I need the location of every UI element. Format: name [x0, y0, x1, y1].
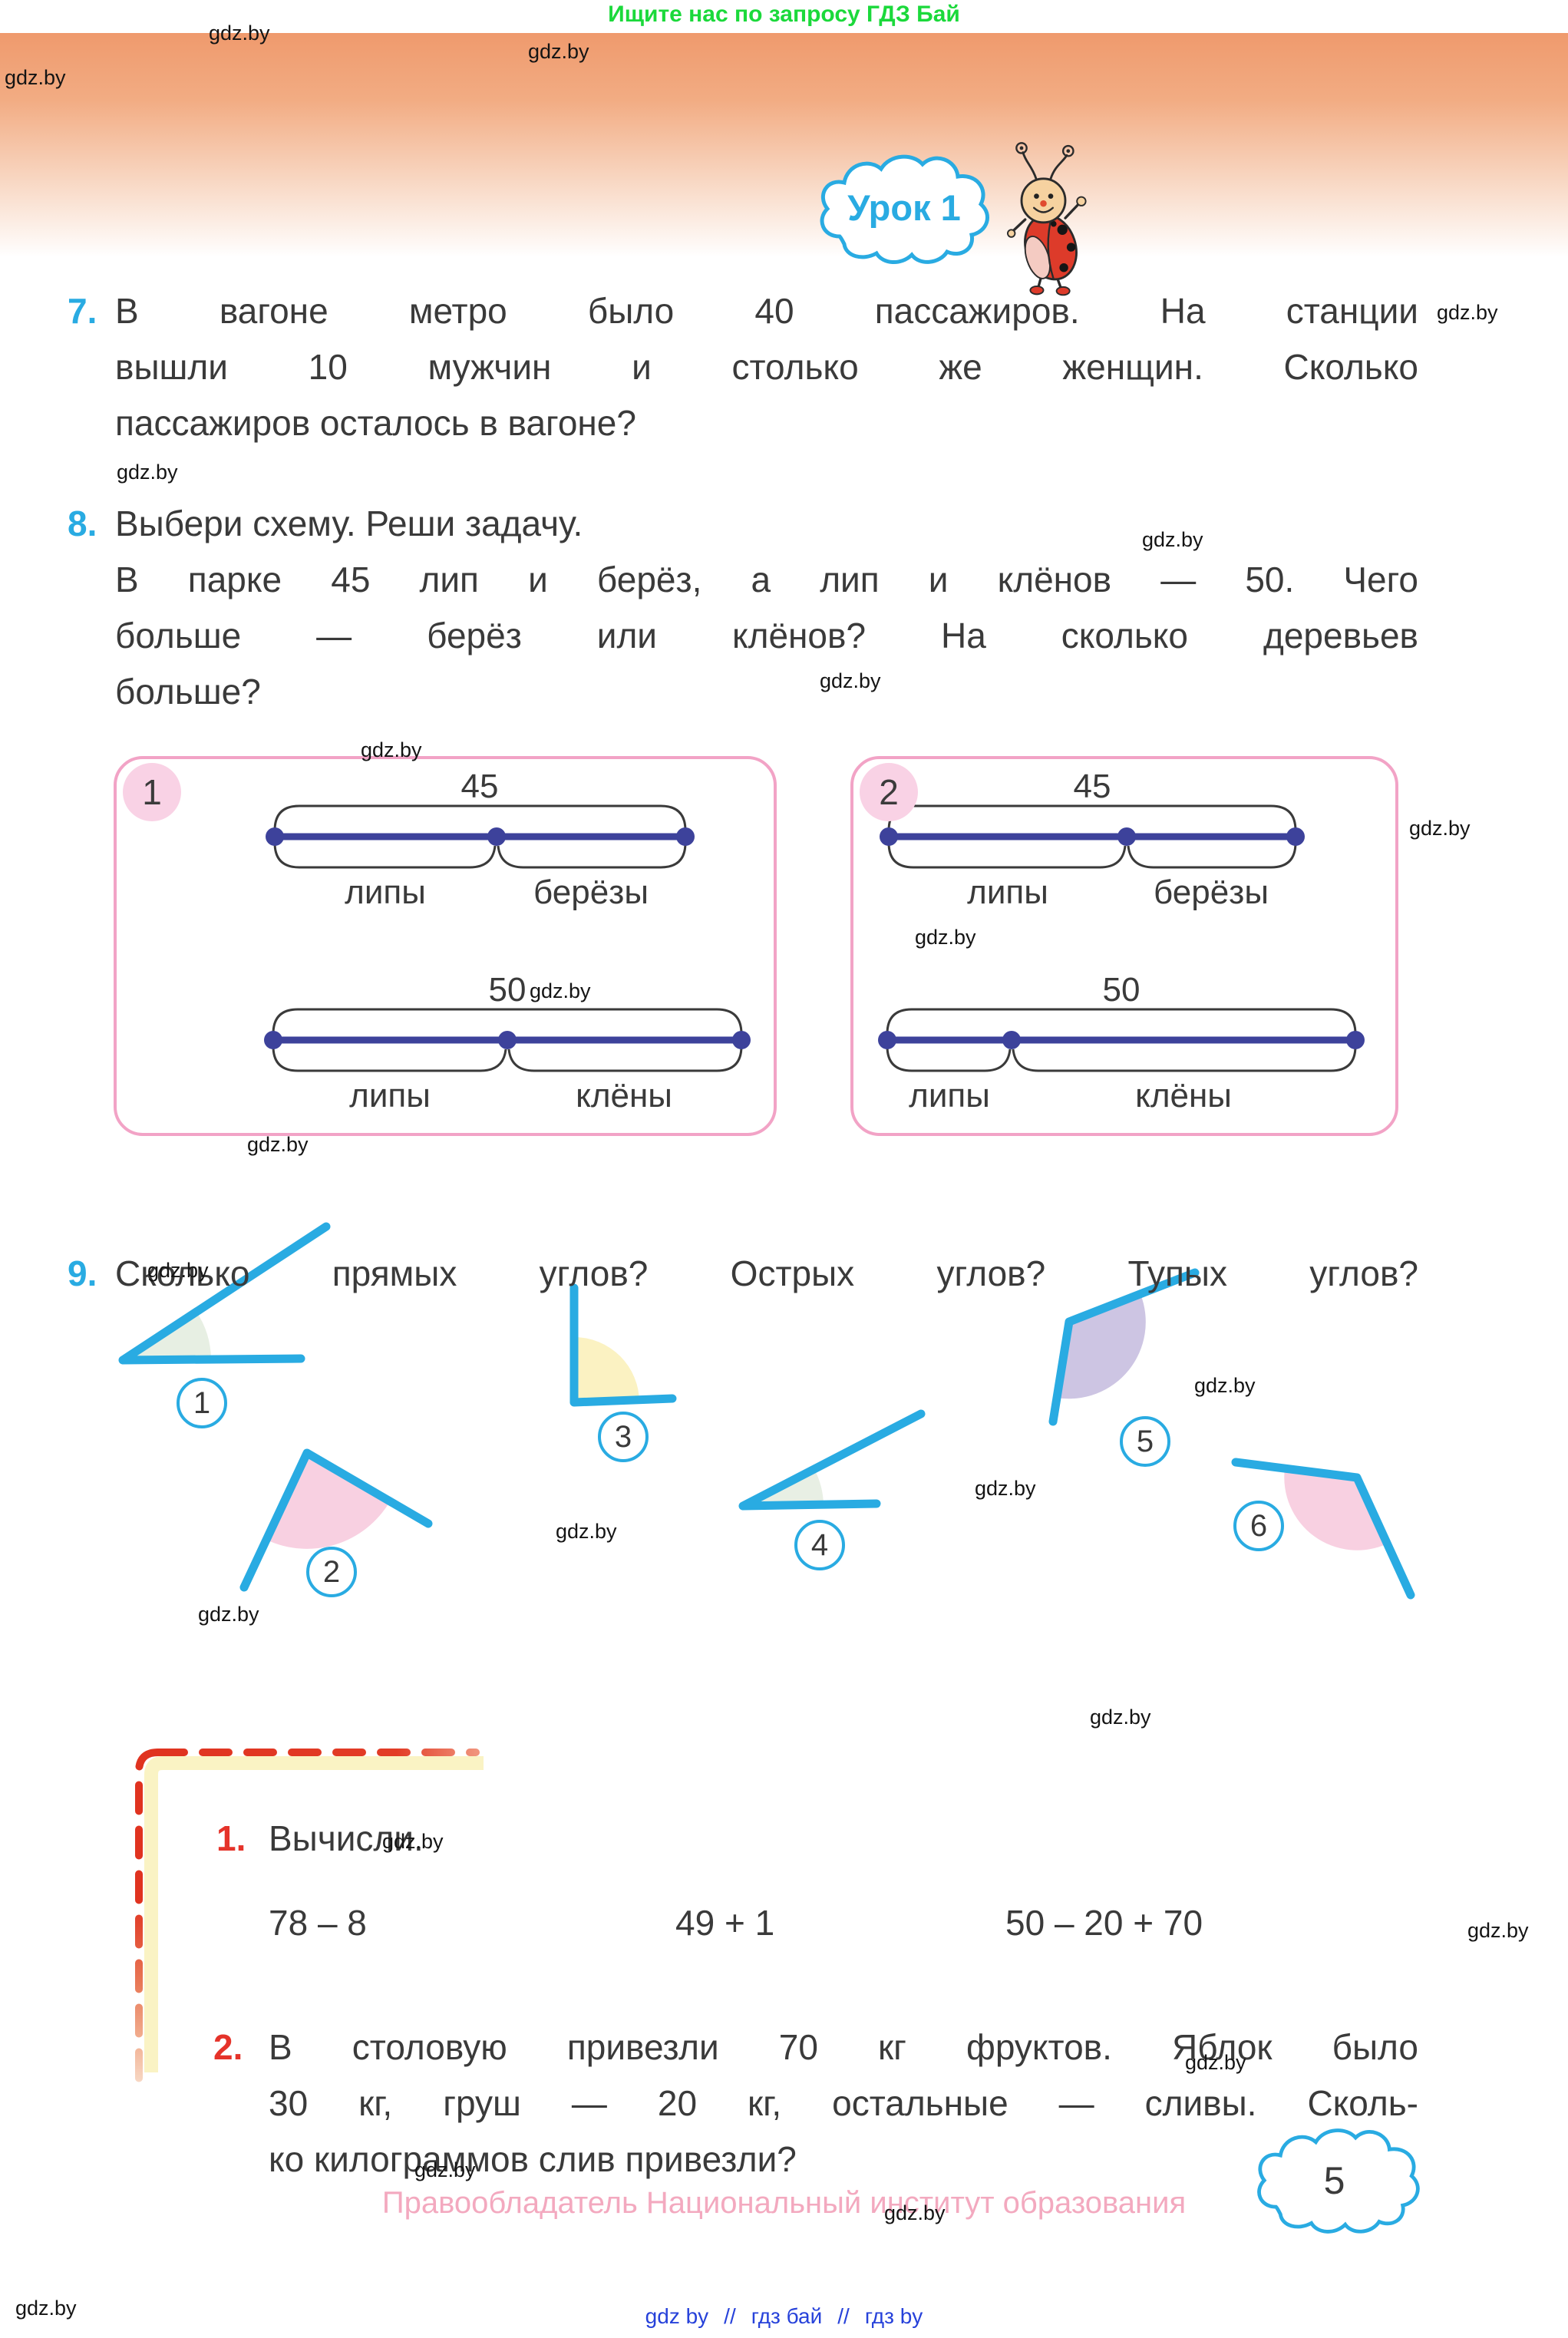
box-problem-2-line-1: В столовую привезли 70 кг фруктов. Яблок… [269, 2027, 1418, 2067]
gdz-watermark: gdz.by [556, 1520, 617, 1543]
schema-2-label-lipy: липы [967, 873, 1048, 911]
footer-separator-2: // [837, 2304, 850, 2328]
schema-2-badge: 2 [860, 763, 918, 821]
schema-2-total-45: 45 [1073, 768, 1111, 805]
gdz-watermark: gdz.by [1467, 1919, 1529, 1942]
schema-1-label-kleny: клёны [576, 1077, 672, 1115]
angle-5-wedge [1057, 1294, 1146, 1399]
footer-link-gdz-by[interactable]: gdz by [645, 2304, 709, 2328]
gdz-watermark: gdz.by [198, 1603, 259, 1626]
problem-9-number: 9. [68, 1253, 97, 1293]
schema-1-total-45: 45 [460, 768, 499, 805]
problem-7-line-2: вышли 10 мужчин и столько же женщин. Ско… [115, 347, 1418, 387]
problem-8-line-2: В парке 45 лип и берёз, а лип и клёнов —… [115, 560, 1418, 599]
lesson-title: Урок 1 [847, 187, 961, 228]
box-problem-2-line-3: ко килограммов слив привезли? [269, 2139, 797, 2179]
footer-link-gdz-bai[interactable]: гдз бай [751, 2304, 823, 2328]
gdz-watermark: gdz.by [117, 461, 178, 484]
problem-7-line-3: пассажиров осталось в вагоне? [115, 403, 636, 443]
header-gradient-band [0, 33, 1568, 257]
schema-2-label-berezy: берёзы [1154, 873, 1269, 911]
expression-1: 78 – 8 [269, 1903, 367, 1943]
schema-1-total-50: 50 [488, 971, 527, 1009]
problem-8-number: 8. [68, 504, 97, 543]
angle-2-label: 2 [306, 1547, 357, 1597]
angle-3-wedge [574, 1337, 639, 1402]
schema-1-label-lipy-2: липы [349, 1077, 431, 1115]
gdz-watermark: gdz.by [247, 1133, 309, 1156]
problem-9-line: Сколько прямых углов? Острых углов? Тупы… [115, 1253, 1418, 1293]
schema-option-1-box[interactable] [114, 756, 777, 1136]
schema-1-label-berezy: берёзы [533, 873, 649, 911]
problem-7-number: 7. [68, 291, 97, 331]
promo-banner: Ищите нас по запросу ГДЗ Бай [608, 2, 960, 27]
footer-separator: // [724, 2304, 736, 2328]
problem-8-line-4: больше? [115, 672, 261, 712]
angle-5-label: 5 [1120, 1416, 1170, 1467]
schema-2-label-lipy-2: липы [909, 1077, 990, 1115]
box-problem-2-line-2: 30 кг, груш — 20 кг, остальные — сливы. … [269, 2083, 1418, 2123]
angle-2-wedge [266, 1453, 390, 1549]
gdz-watermark: gdz.by [1409, 817, 1471, 840]
gdz-watermark: gdz.by [1437, 301, 1498, 324]
schema-2-total-50: 50 [1102, 971, 1141, 1009]
copyright-line: Правообладатель Национальный институт об… [381, 2186, 1187, 2220]
angle-3-rays [569, 1283, 677, 1407]
angle-6-wedge [1284, 1468, 1388, 1550]
expression-3: 50 – 20 + 70 [1005, 1903, 1203, 1943]
gdz-watermark: gdz.by [1194, 1374, 1256, 1397]
gdz-watermark: gdz.by [1090, 1706, 1151, 1729]
angle-1-wedge [123, 1312, 211, 1360]
expression-2: 49 + 1 [675, 1903, 775, 1943]
angle-3-label: 3 [598, 1412, 649, 1462]
angle-4-label: 4 [794, 1520, 845, 1570]
schema-2-label-kleny: клёны [1135, 1077, 1232, 1115]
box-problem-2-number: 2. [213, 2027, 243, 2067]
angle-4-wedge [743, 1469, 824, 1506]
problem-7-line-1: В вагоне метро было 40 пассажиров. На ст… [115, 291, 1418, 331]
angle-1-label: 1 [177, 1378, 227, 1428]
footer-link-gdz-by-2[interactable]: гдз by [864, 2304, 923, 2328]
box-problem-1-title: Вычисли. [269, 1818, 424, 1858]
box-problem-1-number: 1. [216, 1818, 246, 1858]
schema-1-label-lipy: липы [345, 873, 426, 911]
angle-4-rays [738, 1409, 926, 1511]
problem-8-line-1: Выбери схему. Реши задачу. [115, 504, 583, 543]
footer-links: gdz by // гдз бай // гдз by [0, 2304, 1568, 2329]
problem-8-line-3: больше — берёз или клёнов? На сколько де… [115, 616, 1418, 655]
angle-6-label: 6 [1233, 1501, 1284, 1551]
angle-5-rays [1048, 1268, 1200, 1426]
schema-1-badge: 1 [123, 763, 181, 821]
gdz-watermark: gdz.by [975, 1477, 1036, 1500]
